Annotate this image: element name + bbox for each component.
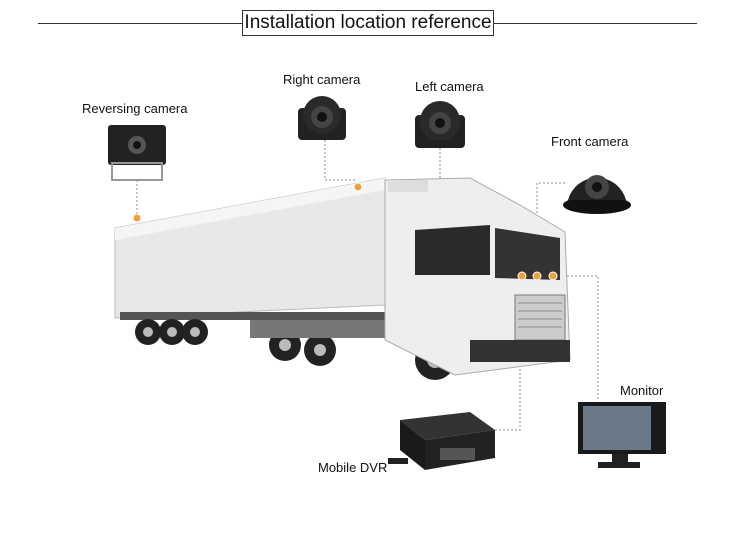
marker-reversing (132, 213, 142, 223)
marker-extra (548, 271, 558, 281)
title-rule-left (38, 23, 242, 24)
label-left-camera: Left camera (415, 79, 484, 94)
marker-left (517, 271, 527, 281)
label-mobile-dvr: Mobile DVR (318, 460, 388, 475)
title-rule-right (494, 23, 697, 24)
mobile-dvr-icon (388, 412, 495, 470)
label-reversing-camera: Reversing camera (82, 101, 188, 116)
page-title: Installation location reference (242, 10, 494, 36)
front-camera-icon (563, 175, 631, 214)
label-front-camera: Front camera (551, 134, 629, 149)
truck-icon (114, 177, 571, 380)
label-right-camera: Right camera (283, 72, 361, 87)
left-camera-icon (415, 101, 465, 148)
marker-front (532, 271, 542, 281)
mount-markers (132, 182, 558, 281)
label-monitor: Monitor (620, 383, 664, 398)
right-camera-icon (298, 96, 346, 140)
reversing-camera-icon (108, 125, 166, 181)
monitor-icon (578, 402, 666, 468)
marker-right (353, 182, 363, 192)
